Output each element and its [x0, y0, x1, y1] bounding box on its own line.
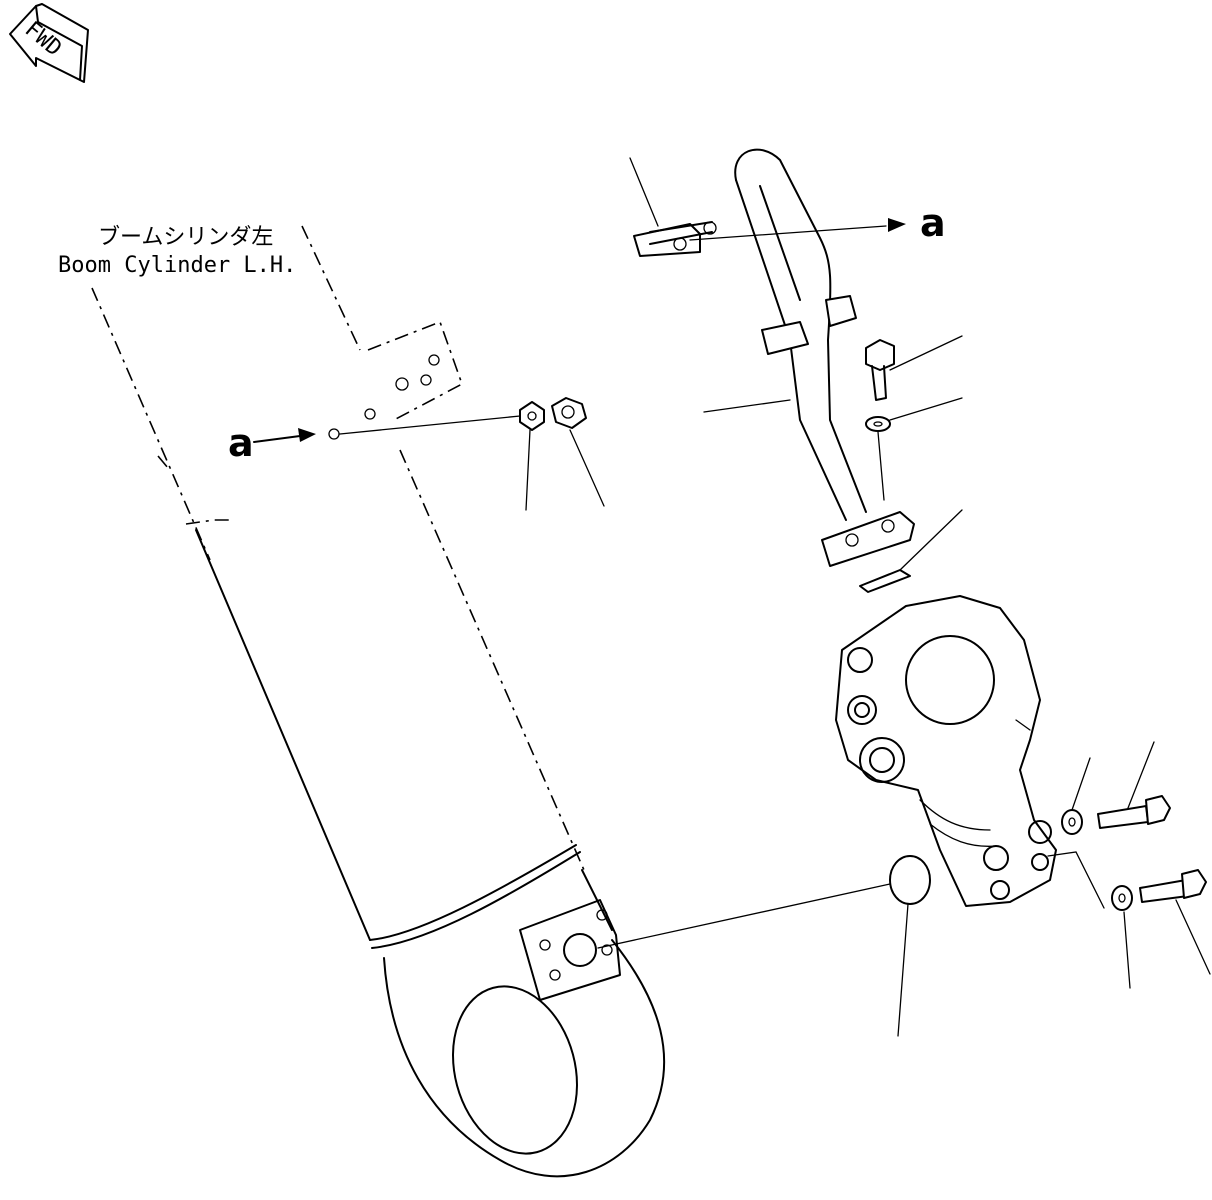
washer-part: [519, 401, 545, 431]
pipe-part: [734, 148, 867, 521]
washer-right-lower-part: [1111, 885, 1133, 911]
leader-bolt: [889, 335, 963, 371]
leader-o-ring: [899, 509, 963, 571]
plug-part: [889, 855, 931, 905]
leader-washer-right-lower: [1123, 911, 1131, 989]
washer-right-upper-part: [1061, 809, 1083, 835]
boom-cylinder-body: [195, 529, 666, 1178]
flange-part: [821, 511, 915, 567]
ref-letter-a-left: a: [228, 421, 254, 465]
leader-bolt-right-upper: [1127, 741, 1155, 809]
bolt-part: [865, 339, 895, 401]
washer-top-part: [865, 416, 891, 432]
boom-cylinder-phantom: [91, 225, 585, 871]
leader-pipe: [703, 399, 791, 413]
ref-letter-a-right: a: [920, 201, 946, 245]
bolt-right-upper-part: [1097, 795, 1171, 829]
leader-plug: [897, 903, 909, 1037]
bracket-part: [633, 221, 717, 257]
bolt-right-lower-part: [1139, 869, 1207, 903]
o-ring-part: [859, 569, 911, 593]
leader-nut: [569, 429, 605, 507]
leader-washer: [525, 429, 531, 511]
nut-part: [551, 397, 587, 429]
leader-washer-right-upper: [1071, 757, 1091, 811]
leader-bolt-right-lower: [1175, 899, 1211, 975]
leader-washer-top: [889, 397, 963, 421]
fwd-arrow-icon: FWD: [9, 3, 89, 83]
leader-bracket: [629, 157, 659, 227]
boom-cylinder-label-jp: ブームシリンダ左: [98, 225, 273, 250]
ref-arrow-left: [253, 435, 301, 443]
valve-block-part: [835, 595, 1057, 907]
boom-cylinder-label-en: Boom Cylinder L.H.: [58, 253, 296, 278]
